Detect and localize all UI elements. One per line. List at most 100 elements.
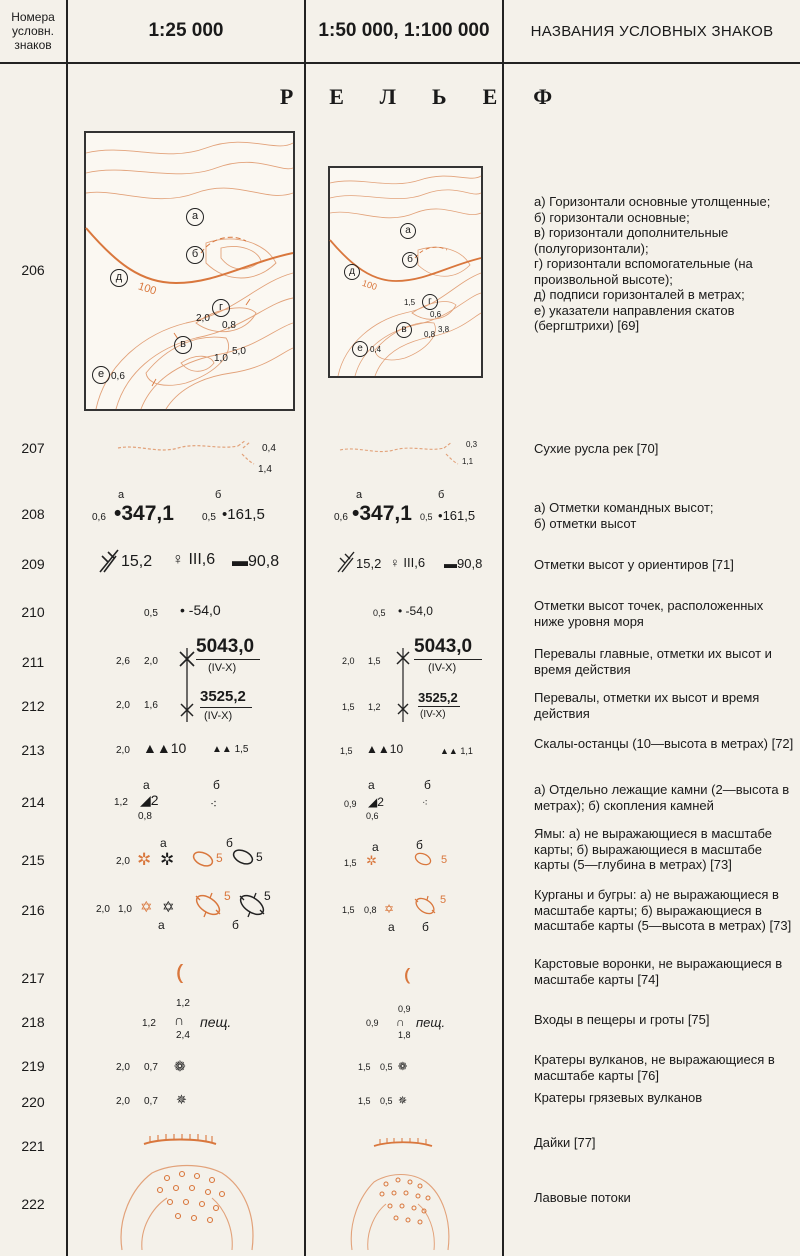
dimension-label: 1,2 <box>114 797 128 808</box>
label-b: б <box>424 778 431 792</box>
dimension-label: 1,5 <box>358 1062 371 1072</box>
dimension-label: 2,0 <box>144 656 158 667</box>
dimension-label: 0,6 <box>92 512 106 523</box>
pit-large-icon <box>414 852 432 866</box>
row-number: 222 <box>21 1196 45 1212</box>
row-description: Дайки [77] <box>534 1135 596 1150</box>
pass-period: (IV-X) <box>420 709 446 720</box>
row-number: 213 <box>21 742 45 758</box>
stone-icon: ◢ <box>140 792 151 808</box>
row-description: Ямы: а) не выражающиеся в масштабе карты… <box>534 826 772 872</box>
row-number: 212 <box>21 698 45 714</box>
mound-height: 5 <box>440 894 447 906</box>
label-v: в <box>396 322 412 338</box>
pit-large-icon <box>192 851 214 867</box>
single-stone: ◢2 <box>140 792 159 809</box>
dimension-label: 1,0 <box>118 904 132 915</box>
row-number: 214 <box>21 794 45 810</box>
dimension-label: 0,8 <box>222 320 236 331</box>
label-a: а <box>143 778 150 792</box>
row-description: Сухие русла рек [70] <box>534 441 659 456</box>
volcano-crater-icon: ❁ <box>398 1061 408 1073</box>
label-b: б <box>422 920 429 934</box>
row-number: 206 <box>21 262 45 278</box>
dimension-label: 1,5 <box>368 656 381 666</box>
lava-flow-symbol <box>120 1164 254 1251</box>
header-scale-50000: 1:50 000, 1:100 000 <box>318 20 490 41</box>
command-height-value: •347,1 <box>352 502 412 525</box>
dimension-label: 1,2 <box>142 1018 156 1029</box>
dimension-label: 1,4 <box>258 464 272 475</box>
pass-period: (IV-X) <box>204 710 233 722</box>
railway-crossing-icon <box>99 549 119 573</box>
label-b: б <box>416 838 423 852</box>
label-b: б <box>232 918 239 932</box>
label-g: г <box>422 294 438 310</box>
row-description: Перевалы главные, отметки их высот и вре… <box>534 646 772 677</box>
rock-height: 1,5 <box>234 744 249 755</box>
dimension-label: 0,5 <box>373 608 386 618</box>
tree-icon: ♀ <box>390 555 400 570</box>
row-description: Отметки высот у ориентиров [71] <box>534 557 734 572</box>
cave-label: пещ. <box>416 1015 446 1030</box>
dimension-label: 2,0 <box>116 700 130 711</box>
header-divider <box>0 62 800 64</box>
row-number: 208 <box>21 506 45 522</box>
mud-volcano-icon: ✵ <box>176 1092 187 1107</box>
railway-crossing-icon <box>337 551 355 573</box>
rock-outcrop-small: ▲▲ 1,1 <box>440 746 473 756</box>
dimension-label: 2,0 <box>116 1096 130 1107</box>
row-description: а) Горизонтали основные утолщенные; б) г… <box>534 194 771 333</box>
row-number: 218 <box>21 1014 45 1030</box>
pit-depth: 5 <box>256 850 263 864</box>
contour-map-50000: а б д 100 г в е 1,5 0,6 0,8 3,8 0,4 <box>328 166 483 378</box>
row-description: а) Отметки командных высот; б) отметки в… <box>534 500 714 531</box>
dimension-label: 0,5 <box>380 1096 393 1106</box>
command-height-number: 347,1 <box>359 502 412 525</box>
fraction-line <box>200 707 252 708</box>
label-b: б <box>213 778 220 792</box>
building-icon: ▬ <box>444 556 457 571</box>
row-description: Карстовые воронки, не выражающиеся в мас… <box>534 956 783 987</box>
landmark-height: 15,2 <box>121 553 153 570</box>
dry-riverbed-symbol <box>117 439 255 465</box>
label-d: д <box>110 269 128 287</box>
row-number: 207 <box>21 440 45 456</box>
row-number: 220 <box>21 1094 45 1110</box>
pit-depth: 5 <box>441 854 448 866</box>
lava-flow-symbol <box>350 1173 450 1251</box>
rock-icon: ▲▲ <box>440 746 458 756</box>
pass-period: (IV-X) <box>428 662 457 674</box>
label-a: а <box>186 208 204 226</box>
dimension-label: 0,9 <box>344 799 357 809</box>
stone-height: 2 <box>150 792 159 808</box>
dimension-label: 1,2 <box>368 702 381 712</box>
dimension-label: 0,7 <box>144 1096 158 1107</box>
rock-icon: ▲▲ <box>143 740 171 756</box>
label-b: б <box>438 489 445 501</box>
dimension-label: 1,0 <box>214 353 228 364</box>
dry-riverbed-symbol <box>339 441 459 465</box>
height-mark-value: •161,5 <box>438 508 476 523</box>
dimension-label: 0,5 <box>202 512 216 523</box>
landmark-height-tree: ♀ III,6 <box>172 551 215 569</box>
karst-funnel-icon: (( <box>404 965 412 984</box>
rock-icon: ▲▲ <box>212 744 232 755</box>
pass-height: 3525,2 <box>200 688 246 705</box>
row-description: Курганы и бугры: а) не выражающиеся в ма… <box>534 887 792 933</box>
row-description: Кратеры вулканов, не выражающиеся в масш… <box>534 1052 775 1083</box>
tree-icon: ♀ <box>172 551 184 568</box>
pass-period: (IV-X) <box>208 662 237 674</box>
dimension-label: 0,5 <box>380 1062 393 1072</box>
mud-volcano-icon: ✵ <box>398 1095 408 1107</box>
dike-symbol <box>373 1138 433 1147</box>
row-description: а) Отдельно лежащие камни (2—высота в ме… <box>534 782 790 813</box>
below-sea-level-value: -54,0 <box>405 604 433 618</box>
cave-entrance-icon: ∩ <box>396 1015 405 1029</box>
row-description: Входы в пещеры и гроты [75] <box>534 1012 710 1027</box>
fraction-line <box>414 659 482 660</box>
dimension-label: 0,6 <box>430 310 442 319</box>
dimension-label: 0,6 <box>111 371 125 382</box>
command-height-number: 347,1 <box>121 502 174 525</box>
